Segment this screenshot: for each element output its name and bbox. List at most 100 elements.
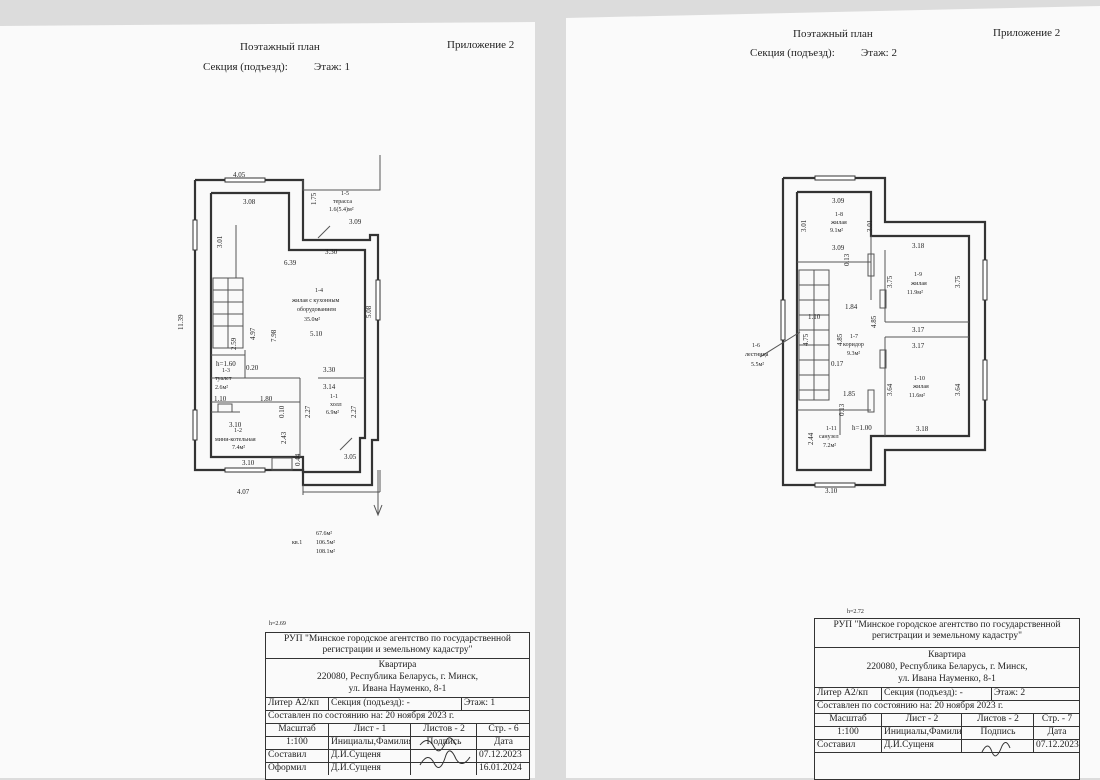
appendix-label: Приложение 2: [993, 27, 1061, 39]
section-label: Секция (подъезд):: [203, 61, 288, 73]
names-header: Инициалы,Фамилия: [328, 737, 411, 749]
svg-text:11.9м²: 11.9м²: [907, 290, 923, 296]
svg-text:9.1м²: 9.1м²: [830, 228, 843, 234]
svg-text:2.6м²: 2.6м²: [215, 385, 228, 391]
liter: Литер А2/кп: [268, 698, 319, 708]
dim-label: 1.10: [214, 395, 227, 403]
dim-label: 0.17: [831, 360, 844, 368]
dim-label: h=1.60: [216, 360, 236, 368]
dim-label: 3.64: [886, 383, 894, 396]
dim-label: 1.10: [808, 313, 821, 321]
svg-text:106.5м²: 106.5м²: [316, 540, 335, 546]
room-1-4-label: 1-4 жилая с кухонным оборудованием 35.0м…: [291, 288, 339, 323]
dim-label: 4.85: [836, 333, 844, 346]
svg-text:35.0м²: 35.0м²: [304, 317, 320, 323]
page-number: Стр. - 7: [1033, 714, 1080, 726]
svg-text:жилая: жилая: [910, 281, 927, 287]
svg-text:1-9: 1-9: [914, 272, 922, 278]
svg-text:7.2м²: 7.2м²: [823, 443, 836, 449]
dim-label: 2.44: [807, 432, 815, 445]
dim-label: 3.05: [344, 453, 357, 461]
address-line-1: 220080, Республика Беларусь, г. Минск,: [317, 672, 478, 682]
sheet-title: Поэтажный план: [240, 41, 320, 53]
sheet-number: Лист - 1: [328, 724, 411, 736]
dim-label: 1.75: [310, 192, 318, 205]
sign-header: Подпись: [961, 727, 1034, 739]
svg-text:жилая с кухонным: жилая с кухонным: [291, 298, 339, 304]
dim-label: 11.39: [177, 314, 185, 330]
address-line-2: ул. Ивана Науменко, 8-1: [348, 684, 447, 694]
scale-header: Масштаб: [829, 714, 867, 724]
scale: 1:100: [286, 737, 308, 747]
object-type: Квартира: [928, 650, 966, 660]
dim-label: 4.75: [802, 333, 810, 346]
svg-text:жилая: жилая: [830, 220, 847, 226]
dim-label: 1.80: [260, 395, 273, 403]
floor: Этаж: 1: [461, 698, 530, 710]
role: Составил: [817, 740, 856, 750]
date-header: Дата: [1033, 727, 1080, 739]
svg-text:11.6м²: 11.6м²: [909, 393, 925, 399]
dim-label: h=1.00: [852, 424, 872, 432]
dim-label: 3.10: [242, 459, 255, 467]
name: Д.И.Сущеня: [328, 750, 411, 762]
area-summary: 67.6м² кв.1 106.5м² 108.1м²: [292, 531, 335, 555]
dim-label: 3.09: [832, 244, 845, 252]
svg-text:коридор: коридор: [843, 342, 864, 348]
state-date: Составлен по состоянию на: 20 ноября 202…: [268, 711, 455, 721]
dim-label: 0.13: [843, 253, 851, 266]
room-1-10-label: 1-10 жилая 11.6м²: [909, 376, 929, 399]
svg-text:лестница: лестница: [745, 352, 769, 358]
dim-label: 7.98: [270, 329, 278, 342]
svg-text:мини-котельная: мини-котельная: [215, 437, 256, 443]
sheet-number: Лист - 2: [881, 714, 962, 726]
dim-label: 0.20: [246, 364, 259, 372]
dim-label: 2.43: [280, 431, 288, 444]
names-header: Инициалы,Фамилия: [881, 727, 962, 739]
date: 16.01.2024: [476, 763, 530, 775]
svg-text:1-5: 1-5: [341, 191, 349, 197]
dim-label: 2.59: [230, 337, 238, 350]
title-block-1: РУП "Минское городское агентство по госу…: [265, 632, 530, 780]
floor-label: Этаж: 2: [861, 47, 897, 59]
dim-label: 1.84: [845, 303, 858, 311]
section-label: Секция (подъезд):: [750, 47, 835, 59]
room-1-5-label: 1-5 терасса 1.6(5.4)м²: [329, 191, 354, 213]
section: Секция (подъезд): -: [328, 698, 461, 710]
org-name: РУП "Минское городское агентство по госу…: [833, 620, 1061, 630]
svg-text:9.3м²: 9.3м²: [847, 351, 860, 357]
room-1-3-label: 1-3 туалет 2.6м²: [215, 368, 232, 391]
dim-label: 3.10: [229, 421, 242, 429]
dim-label: 3.01: [216, 235, 224, 248]
dim-label: 3.75: [886, 275, 894, 288]
dim-label: 3.09: [349, 218, 362, 226]
svg-text:6.9м²: 6.9м²: [326, 410, 339, 416]
role: Составил: [268, 750, 307, 760]
date: 07.12.2023: [1033, 740, 1080, 752]
svg-text:1-11: 1-11: [826, 426, 837, 432]
ceiling-height: h=2.69: [269, 621, 286, 627]
dim-label: 3.30: [325, 248, 338, 256]
svg-text:кв.1: кв.1: [292, 540, 302, 546]
role: Оформил: [268, 763, 307, 773]
dim-label: 3.30: [323, 366, 336, 374]
svg-text:1-2: 1-2: [234, 428, 242, 434]
svg-text:7.4м²: 7.4м²: [232, 445, 245, 451]
dim-label: 4.97: [249, 327, 257, 340]
dim-label: 5.08: [365, 305, 373, 318]
dim-label: 0.44: [294, 453, 302, 466]
dim-label: 3.10: [825, 487, 838, 495]
svg-text:терасса: терасса: [333, 199, 352, 205]
signature-cell: [410, 763, 477, 775]
dim-label: 3.01: [866, 219, 874, 232]
room-1-7-label: 1-7 коридор 9.3м²: [843, 334, 864, 357]
date: 07.12.2023: [476, 750, 530, 762]
address-line-1: 220080, Республика Беларусь, г. Минск,: [866, 662, 1028, 672]
section: Секция (подъезд): -: [881, 688, 992, 700]
title-block-2: РУП "Минское городское агентство по госу…: [814, 618, 1080, 780]
svg-text:1-10: 1-10: [914, 376, 925, 382]
svg-text:108.1м²: 108.1м²: [316, 549, 335, 555]
dim-label: 4.85: [870, 315, 878, 328]
